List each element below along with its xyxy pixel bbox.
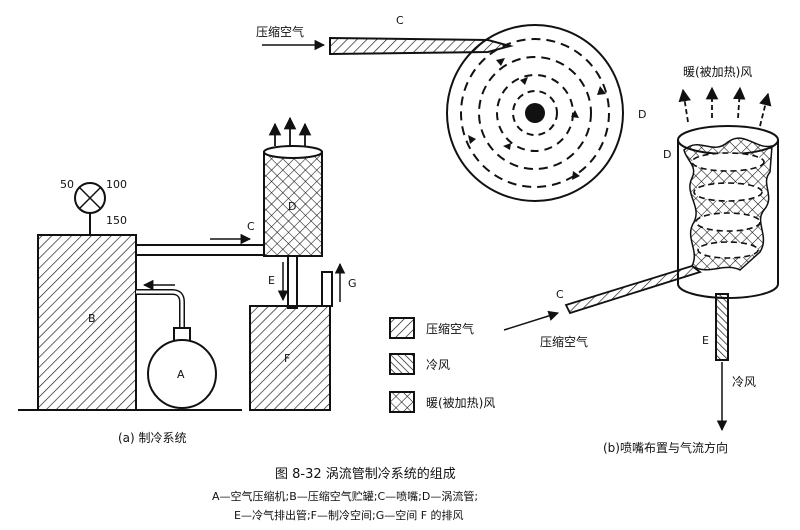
vortex-dashed-ring-3 (496, 74, 574, 152)
swirl-arrow-5 (571, 110, 579, 118)
legend-label-compressed: 压缩空气 (426, 321, 474, 336)
legend-swatch-compressed (389, 317, 415, 339)
swirl-arrow-4 (496, 58, 505, 66)
caption-sub-b: (b)喷嘴布置与气流方向 (603, 441, 728, 455)
side-inflow-arrow (503, 310, 560, 331)
right-cold-pipe-e (715, 293, 729, 361)
compressor-pipe (136, 289, 185, 330)
legend-line-2: E—冷气排出管;F—制冷空间;G—空间 F 的排风 (234, 509, 464, 522)
legend-swatch-cold (389, 353, 415, 375)
legend-line-1: A—空气压缩机;B—压缩空气贮罐;C—喷嘴;D—涡流管; (212, 490, 479, 503)
gauge-tick-50: 50 (60, 178, 74, 191)
top-compressed-air-label: 压缩空气 (256, 24, 304, 39)
vortex-top-view: 压缩空气 C D (256, 14, 646, 202)
gauge-needle-2 (79, 187, 101, 209)
swirl-arrow-6 (503, 143, 511, 150)
vortex-tube-d (263, 151, 323, 257)
right-label-c: C (556, 288, 564, 301)
right-cold-wind-label: 冷风 (732, 375, 756, 389)
vortex-core (525, 103, 545, 123)
label-e-a: E (268, 274, 275, 287)
vortex-dashed-ring-2 (478, 56, 592, 170)
warm-arrow-4 (759, 92, 772, 127)
swirl-arrow-3 (468, 135, 476, 144)
figure-title: 图 8-32 涡流管制冷系统的组成 (275, 467, 456, 482)
storage-tank-b (37, 234, 137, 411)
system-b: 暖(被加热)风 D C 压缩空气 E 冷风 (503, 65, 779, 432)
vortex-tube-top (263, 145, 323, 159)
helix-2 (693, 182, 763, 202)
swirl-arrow-1 (597, 86, 606, 95)
side-nozzle (564, 265, 702, 315)
legend-label-warm: 暖(被加热)风 (426, 396, 495, 410)
cold-space-f (249, 305, 331, 411)
top-nozzle (329, 36, 514, 56)
label-a: A (177, 368, 185, 381)
warm-arrow-1 (678, 88, 691, 123)
vortex-dashed-ring-4 (512, 90, 558, 136)
label-d-a: D (288, 200, 296, 213)
top-label-d: D (638, 108, 646, 121)
exhaust-pipe-g (321, 271, 333, 307)
swirl-arrow-7 (520, 77, 528, 85)
helix-3 (695, 212, 761, 232)
top-label-c: C (396, 14, 404, 27)
legend-label-cold: 冷风 (426, 358, 450, 372)
swirl-arrow-2 (572, 171, 580, 180)
right-label-e: E (702, 334, 709, 347)
label-f: F (284, 352, 290, 365)
gauge-tick-100: 100 (106, 178, 127, 191)
gauge-tick-150: 150 (106, 214, 127, 227)
label-g: G (348, 277, 357, 290)
right-compressed-air-label: 压缩空气 (540, 334, 588, 349)
caption-sub-a: (a) 制冷系统 (118, 431, 187, 445)
warm-zone (683, 137, 773, 271)
cold-pipe-e (287, 255, 298, 309)
right-label-d: D (663, 148, 671, 161)
warm-arrow-3 (732, 86, 746, 119)
label-c-a: C (247, 220, 255, 233)
compressor-pipe-inner (136, 290, 184, 330)
compressor-a (147, 339, 217, 409)
helix-1 (691, 152, 765, 172)
label-b: B (88, 312, 96, 325)
legend-swatch-warm (389, 391, 415, 413)
vortex-dashed-ring-1 (460, 38, 610, 188)
helix-4 (697, 241, 759, 259)
legend: 压缩空气 冷风 暖(被加热)风 (389, 317, 495, 413)
supply-pipe (135, 244, 265, 256)
system-a: B 50 100 150 A C D E F (18, 116, 357, 411)
right-warm-wind-label: 暖(被加热)风 (683, 65, 752, 79)
